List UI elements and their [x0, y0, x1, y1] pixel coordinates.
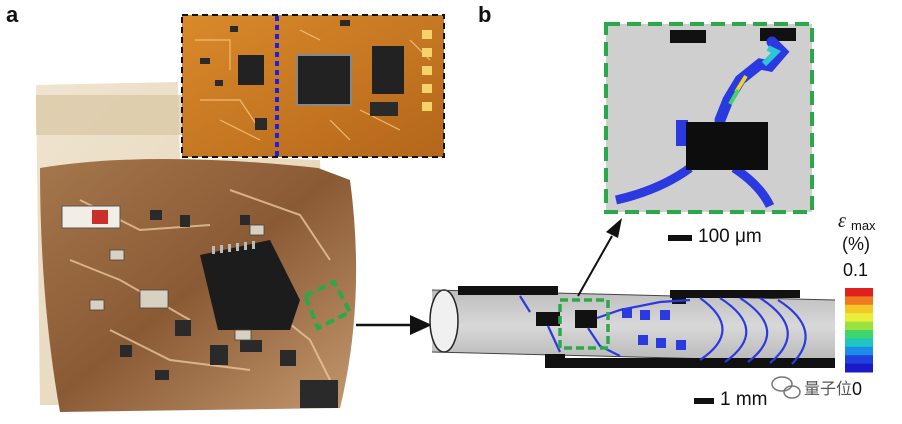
- legend-swatch: [845, 313, 873, 323]
- pcb-pads: [422, 30, 432, 111]
- legend-swatch: [845, 296, 873, 306]
- legend-swatch: [845, 330, 873, 339]
- strain-pads: [622, 308, 686, 350]
- zoom-border: [604, 22, 814, 214]
- pcb-inset: [181, 14, 445, 158]
- legend-swatch: [845, 304, 873, 314]
- panel-label-b: b: [478, 2, 492, 27]
- legend-swatch: [845, 321, 873, 331]
- chip-pins: [212, 241, 255, 254]
- arrow-to-zoom: [577, 218, 622, 297]
- scale-bar-main: [694, 398, 714, 404]
- small-components: [120, 210, 338, 408]
- legend-swatch: [845, 363, 873, 373]
- device-body: [40, 159, 357, 412]
- arrow-to-model: [356, 315, 432, 335]
- zoom-component: [686, 122, 768, 170]
- strain-traces: [519, 295, 807, 365]
- pcb-chip-center: [296, 54, 352, 106]
- strain-zoom-inset: [604, 22, 814, 214]
- legend-swatch: [845, 355, 873, 365]
- strain-legend-bar: [845, 288, 873, 373]
- pcb-small-parts: [200, 20, 398, 130]
- legend-swatch: [845, 346, 873, 356]
- model-zoom-box: [558, 298, 610, 350]
- tube-body: [432, 290, 835, 362]
- main-chip: [200, 240, 300, 330]
- tube-opening: [429, 289, 459, 353]
- legend-symbol: ε: [838, 210, 846, 232]
- scale-label-main: 1 mm: [720, 389, 768, 410]
- device-zoom-box: [302, 279, 353, 331]
- tape-strip: [36, 95, 186, 135]
- led-chip: [92, 210, 108, 224]
- legend-swatch: [845, 338, 873, 348]
- pcb-chip-right: [372, 46, 404, 94]
- legend-max-label: 0.1: [843, 260, 869, 280]
- pcb-inset-border: [181, 14, 445, 158]
- passive-components: [89, 224, 265, 341]
- watermark-icon: [771, 376, 801, 399]
- pcb-chip-left: [238, 55, 264, 85]
- led-component: [61, 205, 121, 229]
- scale-label-zoom: 100 μm: [698, 226, 762, 247]
- watermark-text: 量子位: [804, 379, 853, 398]
- fem-tube-model: [429, 286, 836, 368]
- legend-min-label: 0: [852, 379, 863, 399]
- legend-unit: (%): [842, 234, 870, 254]
- device-photo: [36, 82, 357, 412]
- legend-swatch: [845, 288, 873, 297]
- zoom-left-trace: [615, 164, 693, 205]
- zoom-interconnect: [714, 36, 790, 126]
- panel-label-a: a: [6, 2, 19, 27]
- scale-bar-zoom: [668, 235, 692, 241]
- tube-components: [458, 286, 835, 368]
- zoom-right-trace: [731, 164, 775, 209]
- legend-subscript: max: [851, 218, 876, 233]
